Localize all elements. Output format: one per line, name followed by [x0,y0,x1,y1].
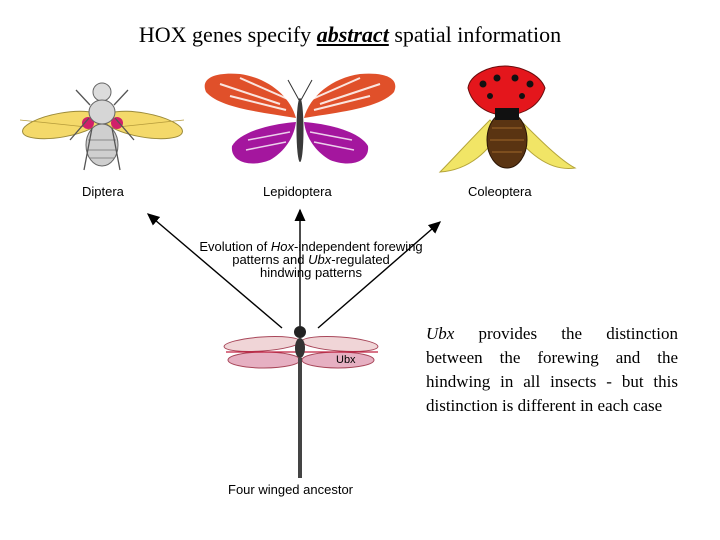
fly-spot-left-icon [82,117,94,129]
dragonfly-illustration [223,326,379,478]
fly-spot-right-icon [111,117,123,129]
ubx-explanation: Ubx provides the distinction between the… [426,324,678,415]
lepidoptera-illustration [204,73,396,164]
arrow-to-diptera [146,213,283,329]
evolution-caption: Evolution of Hox-independent forewing pa… [186,240,436,279]
diptera-illustration [19,82,185,171]
arrow-to-coleoptera [317,221,442,329]
evolution-line-2: patterns and Ubx-regulated [232,252,390,267]
ancestor-label: Four winged ancestor [228,482,354,497]
lepidoptera-label: Lepidoptera [263,184,332,199]
coleoptera-label: Coleoptera [468,184,532,199]
coleoptera-illustration [438,65,577,173]
ubx-wing-tag: Ubx [336,354,356,366]
page-title: HOX genes specify abstract spatial infor… [138,22,562,47]
evolution-line-3: hindwing patterns [260,265,362,280]
evolution-line-1: Evolution of Hox-independent forewing [199,239,423,254]
diptera-label: Diptera [82,184,124,199]
